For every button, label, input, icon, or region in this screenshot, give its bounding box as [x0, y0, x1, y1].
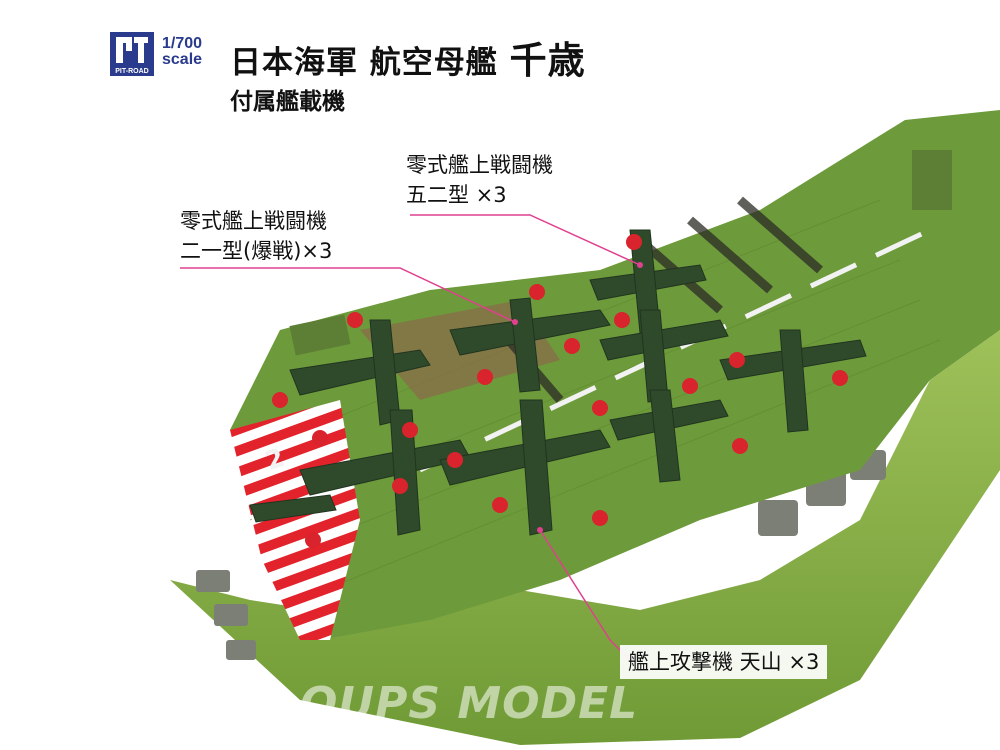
scale-label: 1/700 scale — [162, 36, 202, 68]
annotation-zero-52: 零式艦上戦闘機 五二型 ×3 — [406, 150, 553, 210]
pit-road-logo: PIT-ROAD — [110, 32, 154, 76]
catwalk-grates — [289, 150, 952, 356]
annotation-zero-21-line1: 零式艦上戦闘機 — [180, 209, 327, 233]
annotation-tenzan-line1: 艦上攻撃機 天山 ×3 — [628, 650, 820, 674]
annotation-zero-21-line2: 二一型(爆戦)×3 — [180, 239, 333, 263]
page-subtitle: 付属艦載機 — [230, 88, 345, 115]
page-title: 日本海軍 航空母艦 千歳 — [230, 30, 586, 84]
watermark: OUPS MODEL — [300, 678, 639, 729]
flight-deck — [230, 110, 1000, 640]
ship-name: 千歳 — [509, 38, 586, 82]
annotation-zero-52-line2: 五二型 ×3 — [406, 183, 507, 207]
striped-deck-section — [230, 400, 360, 640]
scale-ratio: 1/700 — [162, 35, 203, 52]
scale-word: scale — [162, 51, 203, 68]
logo-text: PIT-ROAD — [115, 68, 148, 75]
annotation-zero-21: 零式艦上戦闘機 二一型(爆戦)×3 — [180, 206, 332, 266]
aircraft-group — [249, 229, 867, 536]
aa-guns — [196, 450, 886, 660]
annotation-zero-52-line1: 零式艦上戦闘機 — [406, 153, 553, 177]
annotation-tenzan: 艦上攻撃機 天山 ×3 — [620, 645, 828, 679]
title-main-text: 日本海軍 航空母艦 — [230, 45, 498, 81]
hinomaru-markings — [272, 234, 848, 548]
hull — [170, 330, 1000, 745]
